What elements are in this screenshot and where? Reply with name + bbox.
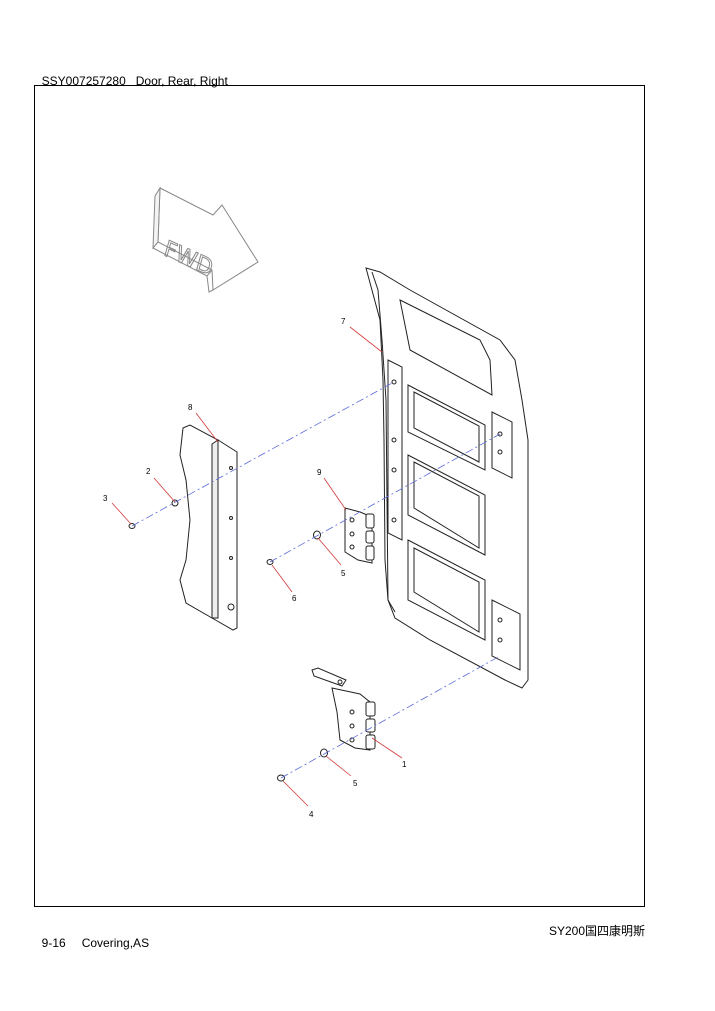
cover-plate [179,424,238,631]
assembly-centerlines [131,381,501,779]
upper-hinge [344,507,375,564]
callout-1: 1 [402,760,407,769]
callout-5-upper: 5 [341,569,346,578]
leader-lines [111,326,403,807]
drawing-frame [34,85,645,907]
callout-3: 3 [103,494,108,503]
model-name: SY200国四康明斯 [548,924,645,938]
washer-5-upper [313,530,321,540]
rear-door-panel [365,267,529,689]
lower-hinge [311,667,376,751]
page-title: Door, Rear, Right [135,74,228,88]
washer-5-lower [320,748,328,758]
section-name: Covering,AS [81,936,150,950]
callout-8: 8 [188,403,193,412]
callout-9: 9 [317,468,322,477]
page-footer-left: 9-16 Covering,AS [35,922,149,950]
part-number: SSY007257280 [41,74,126,88]
callout-5-lower: 5 [353,779,358,788]
page-header: SSY007257280 Door, Rear, Right [35,60,238,88]
callout-4: 4 [309,810,314,819]
callout-2: 2 [146,467,151,476]
callout-6: 6 [292,594,297,603]
page-number: 9-16 [41,936,66,950]
callout-labels: 7 8 2 3 9 5 6 1 5 4 [103,317,407,819]
fwd-arrow-icon: FWD [152,186,259,293]
callout-7: 7 [341,317,346,326]
